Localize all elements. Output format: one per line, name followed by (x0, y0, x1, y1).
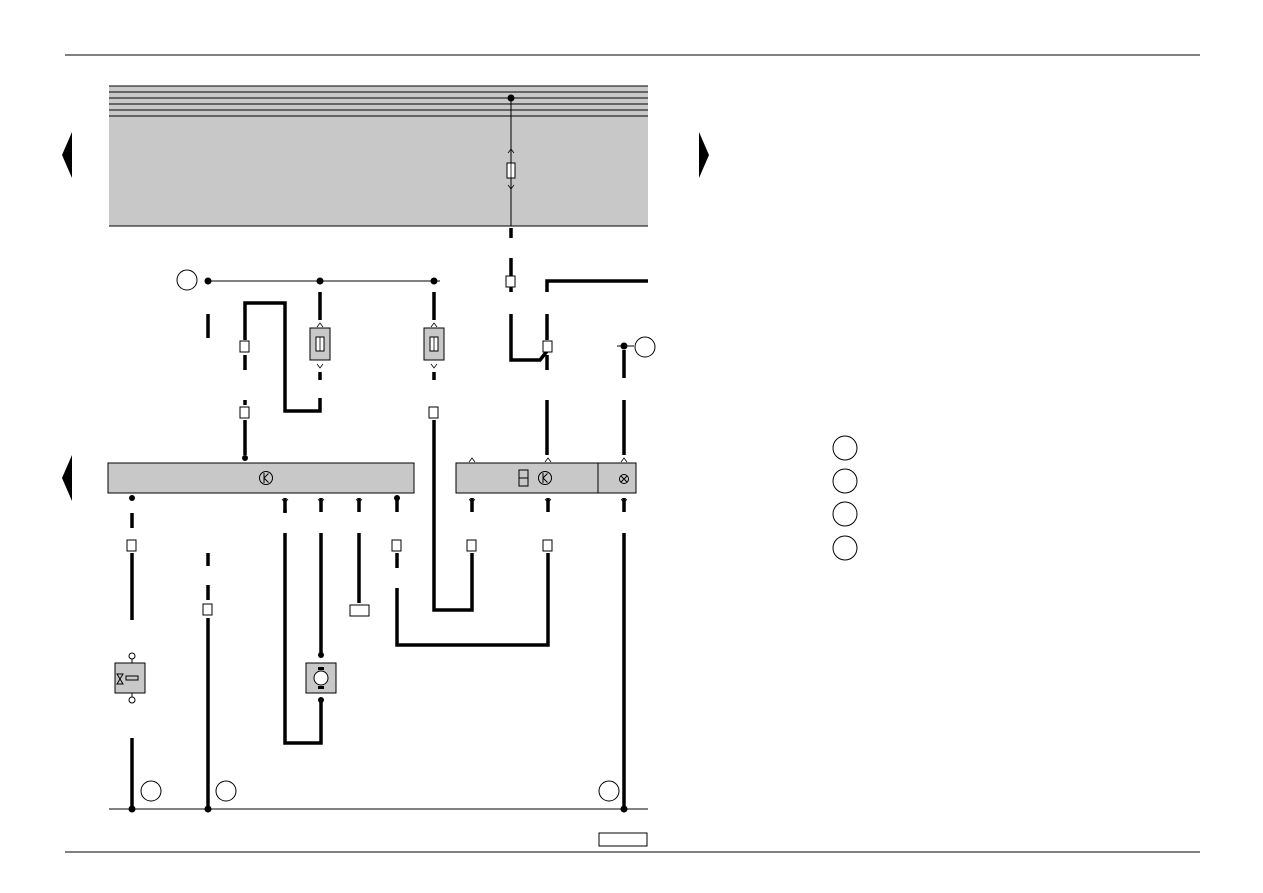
page-next-arrow[interactable] (699, 132, 709, 178)
control-unit-k-icon (538, 471, 552, 485)
control-unit-left (107, 462, 415, 494)
page-number-box (598, 832, 648, 847)
wire-harness (130, 228, 648, 810)
callout-2 (634, 336, 656, 358)
connector-markers (126, 275, 553, 616)
pin-arrows (281, 457, 628, 504)
control-unit-k-icon (259, 471, 273, 485)
callout-3 (140, 780, 162, 802)
lamp-icon (619, 474, 629, 484)
page-prev-arrow-top[interactable] (62, 132, 72, 178)
supply-panel (109, 85, 648, 227)
valve-icon (114, 652, 146, 704)
terminal-box (349, 604, 370, 617)
page-prev-arrow-bottom[interactable] (62, 455, 72, 501)
fuse-icon (506, 148, 516, 190)
fuse-icon (423, 322, 445, 369)
callout-1 (176, 269, 198, 291)
fuse-icon (309, 322, 331, 369)
legend-marker (832, 468, 858, 494)
callout-5 (598, 780, 620, 802)
instrument-cluster (455, 462, 637, 494)
legend-marker (832, 435, 858, 461)
callout-circles (140, 269, 656, 802)
callout-4 (215, 780, 237, 802)
legend-marker (832, 535, 858, 561)
legend (832, 435, 858, 561)
thin-wires (109, 280, 648, 810)
junction-dots (128, 277, 628, 813)
legend-marker (832, 501, 858, 527)
seven-segment-icon (518, 469, 529, 487)
motor-icon (305, 662, 337, 694)
